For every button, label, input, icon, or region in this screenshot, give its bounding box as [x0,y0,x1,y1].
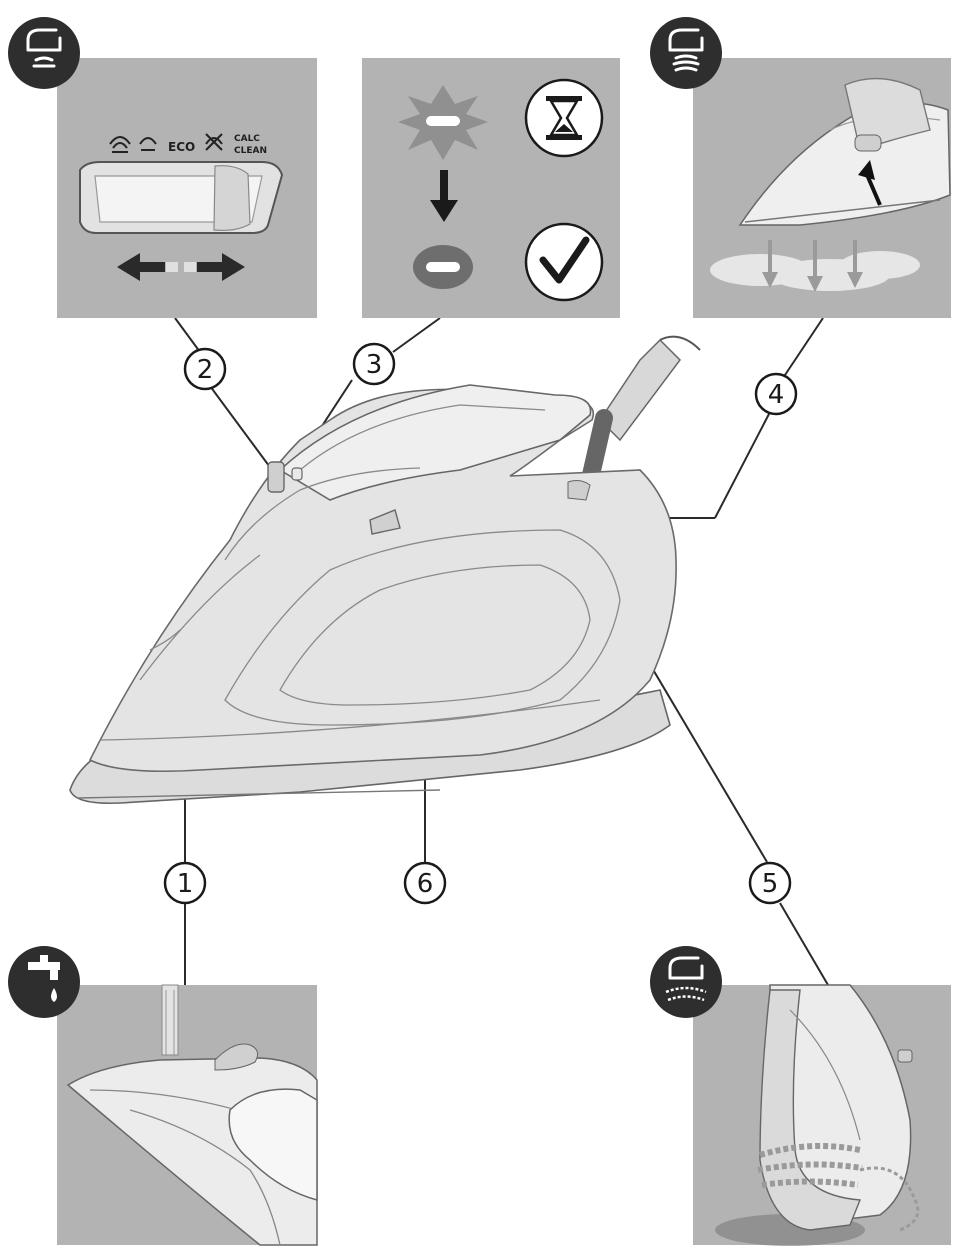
calc-clean-label-line1: CALC [234,134,260,144]
steam-slider [79,161,284,234]
callout-5: 5 [748,861,792,905]
iron-boost-illustration [738,77,951,226]
steam-off-icon [205,133,223,151]
slider-direction-arrows [117,253,245,281]
steam-cloud [710,240,920,292]
steam-setting-icon [8,17,80,89]
callout-3-label: 3 [366,350,383,380]
panel-ready-light [362,58,620,318]
light-blinking [398,85,488,160]
iron-fill-illustration [66,1043,318,1246]
panel-steam-selector: ECO CALC CLEAN [57,58,317,318]
down-arrow-icon [430,170,458,222]
callout-4: 4 [754,372,798,416]
callout-6: 6 [403,861,447,905]
callout-5-label: 5 [762,869,779,899]
iron-upright-illustration [759,984,913,1231]
steam-low-icon [139,137,157,151]
cord-wrap [757,1143,920,1232]
water-stream [161,984,179,1056]
callout-1: 1 [163,861,207,905]
water-tap-icon [8,946,80,1018]
callout-2: 2 [183,347,227,391]
main-iron [69,335,701,805]
checkmark-icon [524,222,604,302]
callout-3: 3 [352,342,396,386]
callout-1-label: 1 [177,869,194,899]
steam-high-icon [109,136,131,153]
steam-boost-icon [650,17,722,89]
panel-cord-storage [693,984,951,1246]
callout-2-label: 2 [197,355,214,385]
panel-steam-boost [693,58,951,318]
callout-6-label: 6 [417,869,434,899]
callout-4-label: 4 [768,380,785,410]
cord-wrap-icon [650,946,722,1018]
calc-clean-label-line2: CLEAN [234,146,267,156]
panel-water-fill [57,984,318,1246]
hourglass-icon [524,78,604,158]
mode-eco-label: ECO [168,140,195,154]
light-steady [413,245,473,289]
